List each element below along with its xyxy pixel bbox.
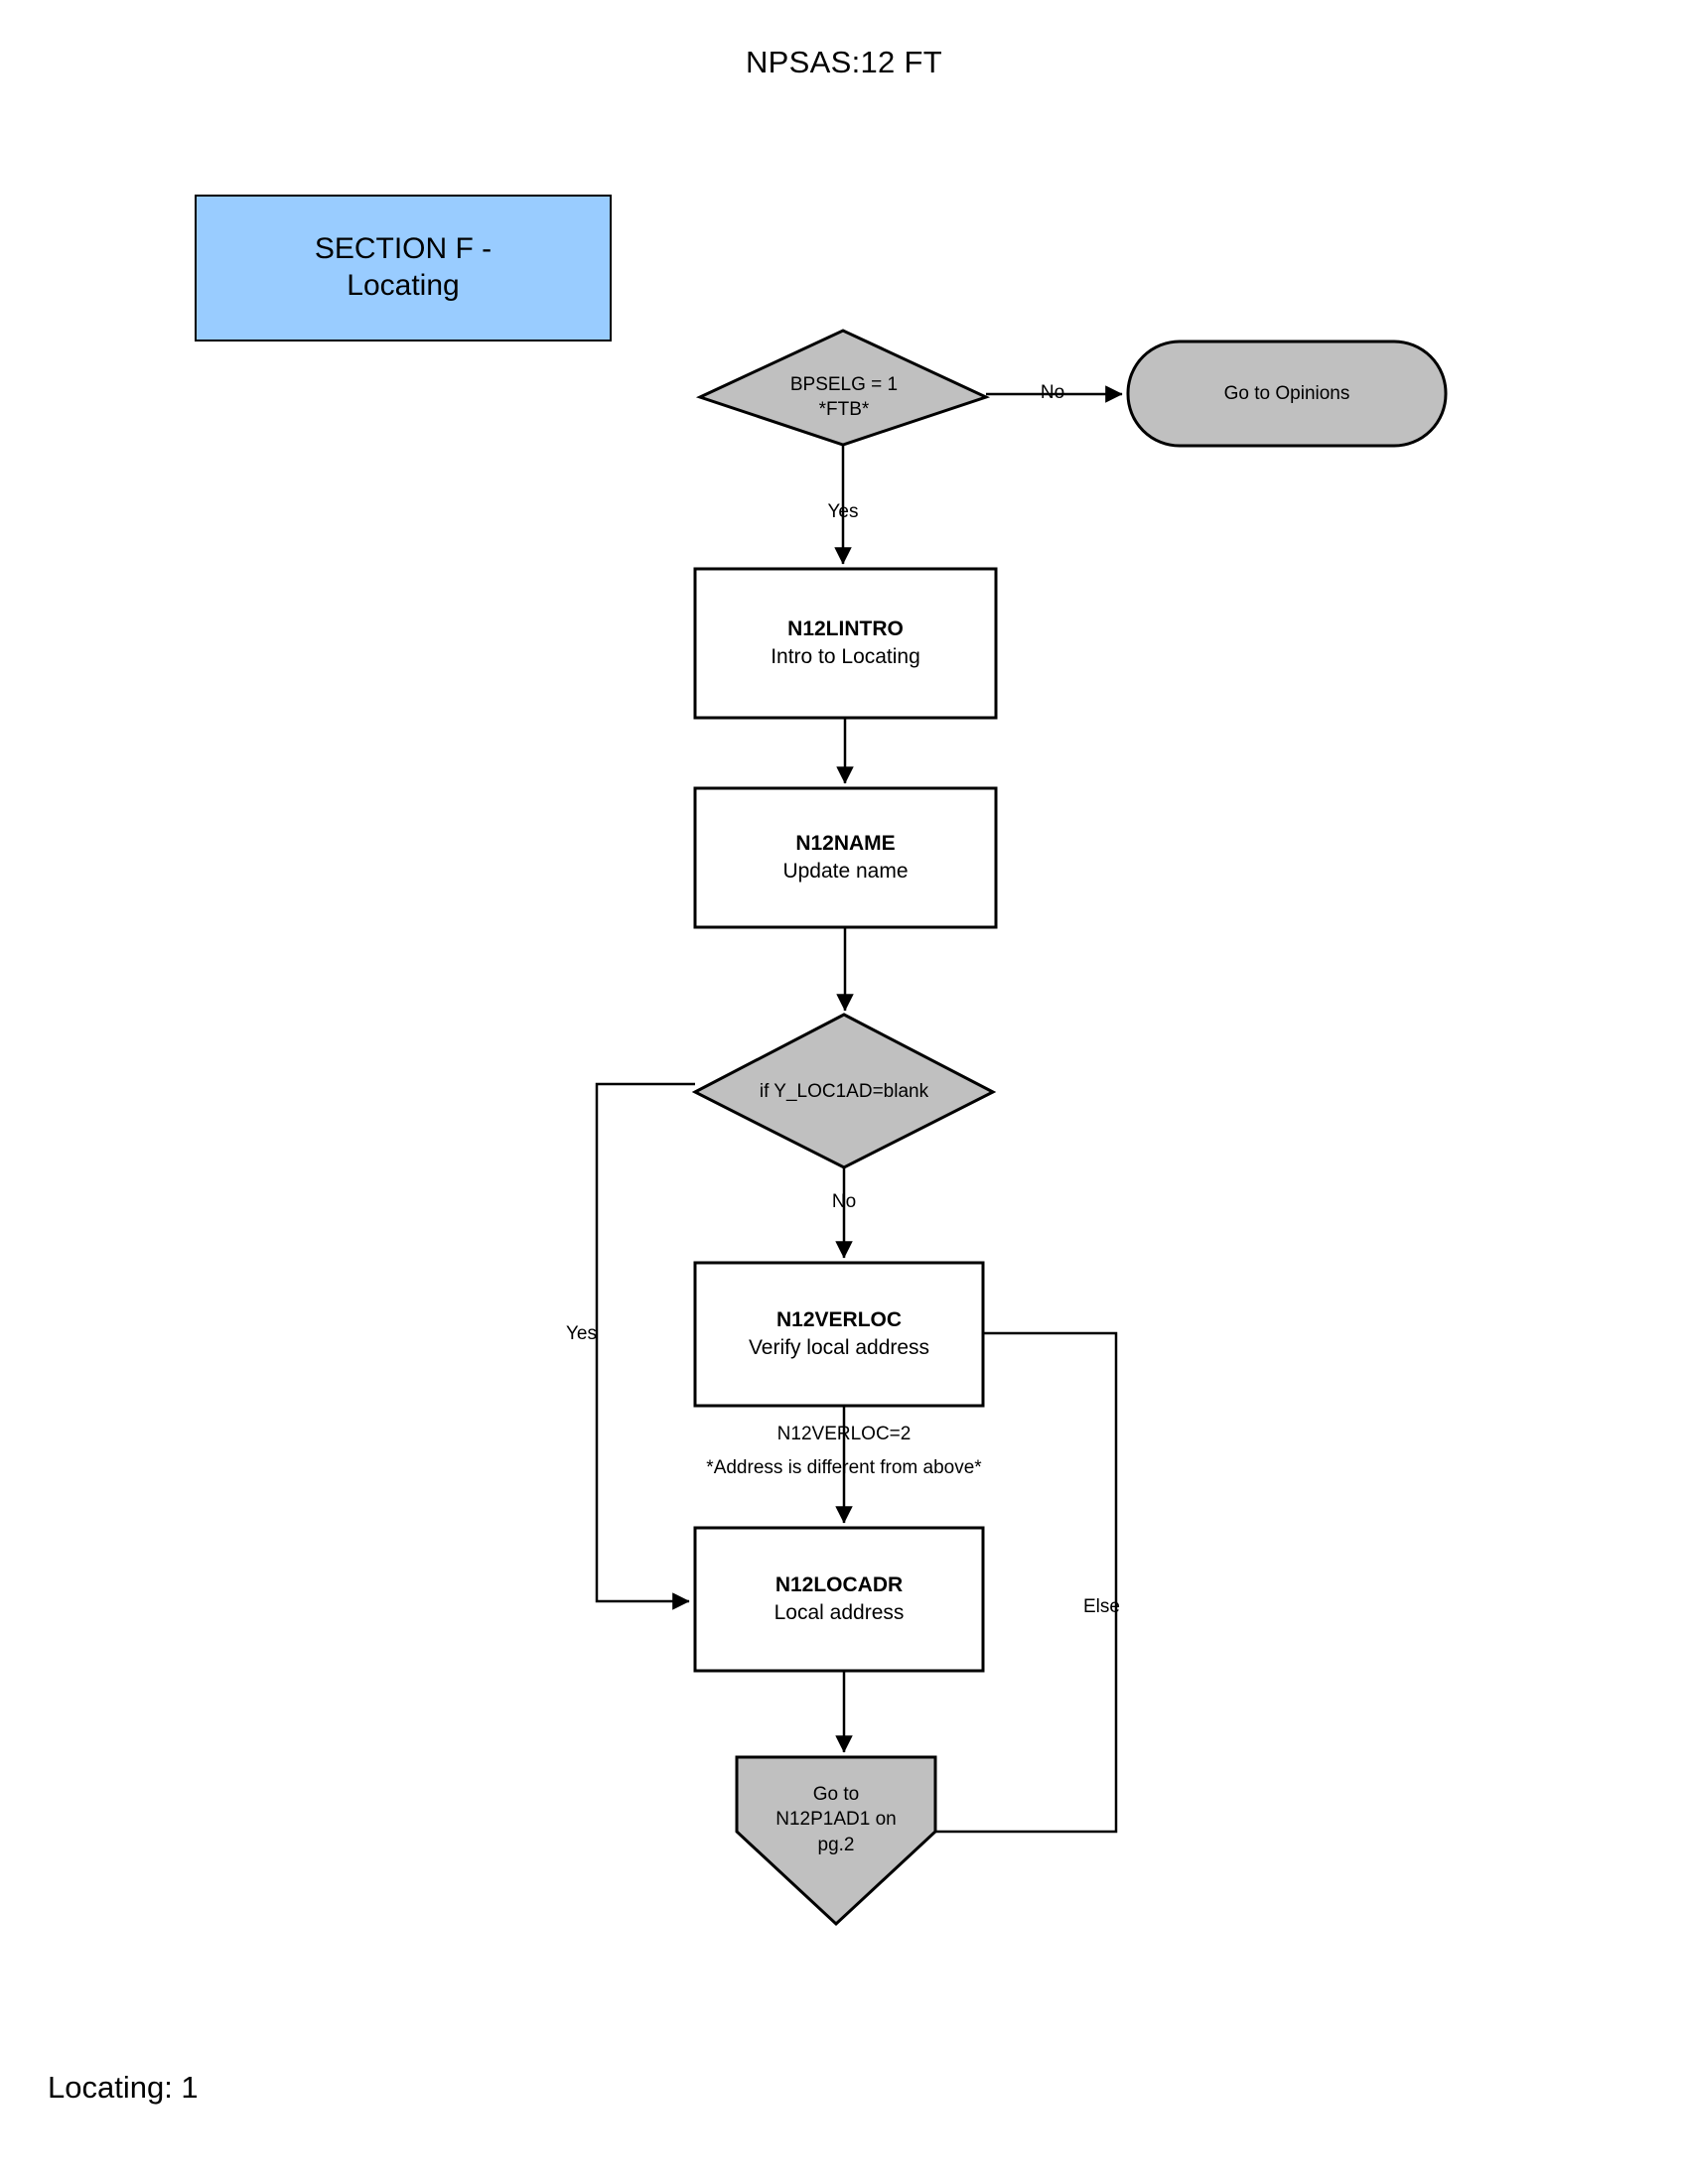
page-title: NPSAS:12 FT	[746, 45, 942, 79]
offpage-connector-n12p1ad1	[735, 1755, 937, 1927]
process-n12lintro	[693, 567, 998, 720]
decision-y-loc1ad-blank	[691, 1013, 997, 1169]
terminator-go-to-opinions	[1126, 340, 1448, 448]
edge-label-yloc1ad-no: No	[831, 1191, 857, 1212]
edge-decision-yes-to-n12locadr	[595, 1082, 695, 1610]
page-footer: Locating: 1	[48, 2070, 199, 2105]
edge-label-verloc-condition-line2: *Address is different from above*	[706, 1457, 982, 1478]
edge-label-verloc-condition-line1: N12VERLOC=2	[776, 1424, 912, 1444]
edge-label-verloc-else: Else	[1083, 1596, 1120, 1617]
edge-label-yloc1ad-yes: Yes	[566, 1323, 597, 1344]
process-n12locadr	[693, 1526, 985, 1673]
section-header-box: SECTION F - Locating	[195, 195, 612, 341]
section-header-line2: Locating	[347, 269, 460, 302]
edge-label-bpselg-no: No	[1040, 382, 1065, 403]
edge-label-bpselg-yes: Yes	[827, 501, 859, 522]
process-n12name	[693, 786, 998, 929]
edge-n12verloc-else-to-connector	[935, 1331, 1118, 1834]
section-header-line1: SECTION F -	[314, 232, 492, 266]
decision-bpselg	[695, 329, 991, 447]
process-n12verloc	[693, 1261, 985, 1408]
